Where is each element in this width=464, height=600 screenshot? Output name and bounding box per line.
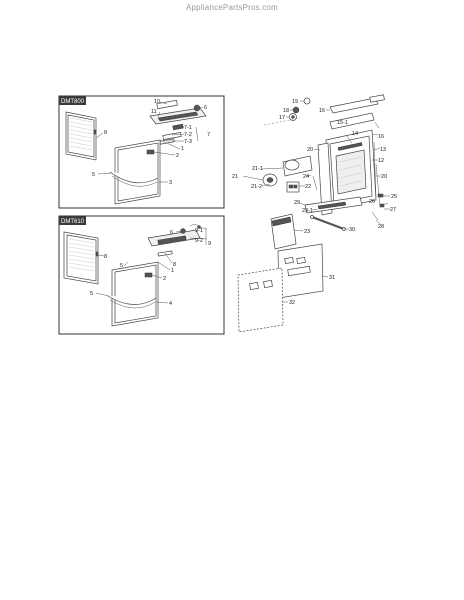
label-dmt610-9: 9 bbox=[208, 241, 211, 247]
main-labels: 19 18 17 16 15-1 14 16 13 12 20 20 21-1 … bbox=[232, 99, 397, 306]
label-main-24: 24 bbox=[303, 174, 309, 180]
label-main-22: 22 bbox=[305, 184, 311, 190]
label-main-20-left: 20 bbox=[307, 147, 313, 153]
dmt610-inner-door bbox=[63, 231, 99, 285]
label-main-15-1: 15-1 bbox=[337, 120, 348, 126]
dmt610-leaders bbox=[95, 226, 208, 304]
dmt800-panel: DMT800 bbox=[58, 95, 225, 209]
label-main-13: 13 bbox=[380, 147, 386, 153]
label-dmt610-9-2: 9-2 bbox=[195, 238, 203, 244]
main-handle-29 bbox=[304, 196, 363, 214]
label-dmt800-10: 10 bbox=[154, 99, 160, 105]
label-dmt610-8-inner: 8 bbox=[104, 254, 107, 260]
label-main-12: 12 bbox=[378, 158, 384, 164]
label-main-21: 21 bbox=[232, 174, 238, 180]
label-main-20-right: 20 bbox=[381, 174, 387, 180]
main-panel-31 bbox=[277, 243, 324, 299]
label-main-26: 26 bbox=[369, 199, 375, 205]
label-main-19: 19 bbox=[292, 99, 298, 105]
label-main-25: 25 bbox=[391, 194, 397, 200]
label-main-18: 18 bbox=[283, 108, 289, 114]
label-dmt800-7-2: 7-2 bbox=[184, 132, 192, 138]
label-dmt800-2: 2 bbox=[176, 153, 179, 159]
label-main-30: 30 bbox=[349, 227, 355, 233]
label-dmt610-2: 2 bbox=[163, 276, 166, 282]
label-main-14: 14 bbox=[352, 131, 358, 137]
dmt800-panel-border bbox=[58, 95, 225, 209]
label-main-23: 23 bbox=[304, 229, 310, 235]
main-dispenser-21 bbox=[262, 155, 313, 187]
label-dmt800-8: 8 bbox=[104, 130, 107, 136]
dmt610-model-tag: DMT610 bbox=[61, 219, 85, 225]
label-dmt610-9-1: 9-1 bbox=[195, 228, 203, 234]
main-rod-30 bbox=[310, 215, 346, 231]
label-main-27: 27 bbox=[390, 207, 396, 213]
label-dmt800-7-1: 7-1 bbox=[184, 125, 192, 131]
label-dmt800-3: 3 bbox=[169, 180, 172, 186]
label-dmt800-11: 11 bbox=[151, 109, 157, 115]
dmt800-front-door bbox=[109, 139, 161, 205]
label-dmt800-7-3: 7-3 bbox=[184, 139, 192, 145]
label-main-29: 29 bbox=[294, 200, 300, 206]
label-dmt610-5: 5 bbox=[90, 291, 93, 297]
label-main-16: 16 bbox=[378, 134, 384, 140]
label-main-21-1: 21-1 bbox=[252, 166, 263, 172]
label-main-21-2: 21-2 bbox=[251, 184, 262, 190]
dmt800-inner-door bbox=[65, 111, 97, 161]
dmt800-tag-box bbox=[59, 96, 86, 105]
main-exploded-view: 19 18 17 16 15-1 14 16 13 12 20 20 21-1 … bbox=[232, 94, 397, 333]
dmt610-panel-border bbox=[58, 215, 225, 335]
label-dmt800-7: 7 bbox=[207, 132, 210, 138]
dmt610-control-bar bbox=[147, 224, 201, 257]
dmt800-control-bar bbox=[149, 99, 207, 145]
dmt610-tag-box bbox=[59, 216, 86, 225]
main-top-parts bbox=[263, 94, 385, 130]
label-main-31: 31 bbox=[329, 275, 335, 281]
main-part-23 bbox=[270, 213, 297, 250]
main-part-22 bbox=[286, 175, 318, 193]
label-dmt610-5-top: 5 bbox=[120, 263, 123, 269]
dmt610-front-door bbox=[107, 261, 159, 327]
dmt610-panel: DMT610 bbox=[58, 215, 225, 335]
main-leaders bbox=[242, 100, 390, 303]
label-dmt800-6: 6 bbox=[204, 105, 207, 111]
main-insulation-32 bbox=[237, 267, 284, 333]
label-dmt800-1: 1 bbox=[181, 146, 184, 152]
label-dmt800-5: 5 bbox=[92, 172, 95, 178]
label-dmt610-8: 8 bbox=[173, 262, 176, 268]
label-main-32: 32 bbox=[289, 300, 295, 306]
label-main-17: 17 bbox=[279, 115, 285, 121]
label-main-29-1: 29-1 bbox=[302, 208, 313, 214]
label-dmt610-1: 1 bbox=[171, 268, 174, 274]
main-right-brackets bbox=[371, 163, 385, 221]
label-dmt610-6: 6 bbox=[170, 230, 173, 236]
label-dmt610-4: 4 bbox=[169, 301, 172, 307]
dmt610-labels: 8 6 9-1 9-2 9 8 5 1 2 5 4 bbox=[90, 228, 211, 307]
label-main-28: 28 bbox=[378, 224, 384, 230]
dmt800-leaders bbox=[95, 101, 204, 183]
main-frame bbox=[317, 134, 353, 216]
label-main-16-top: 16 bbox=[319, 108, 325, 114]
dmt800-labels: 10 6 11 8 7-1 7-2 7 7-3 1 2 5 3 bbox=[92, 99, 210, 186]
dmt800-model-tag: DMT800 bbox=[61, 99, 85, 105]
site-watermark: AppliancePartsPros.com bbox=[186, 3, 278, 12]
